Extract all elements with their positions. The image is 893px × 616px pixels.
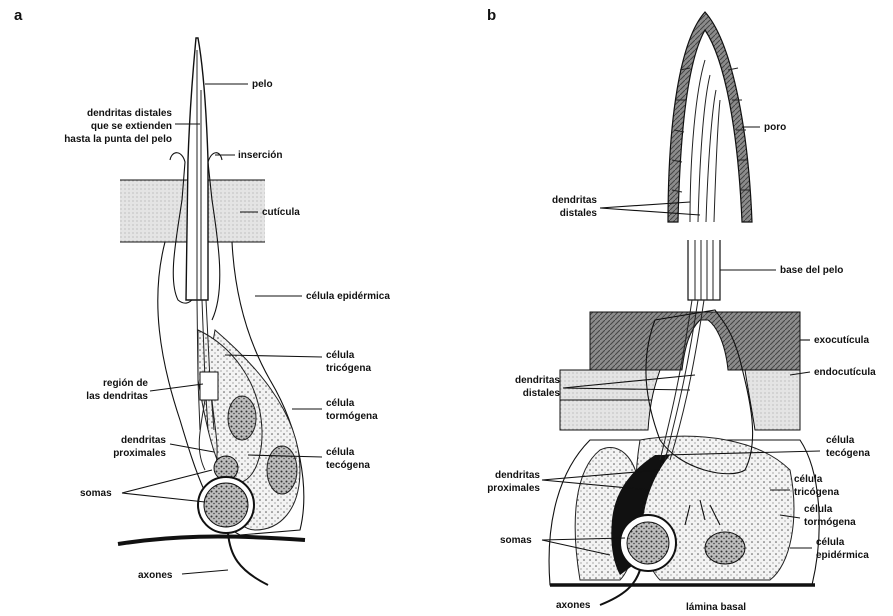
label-b-disttop-2: distales (560, 208, 598, 219)
label-b-epid-2: epidérmica (816, 550, 869, 561)
label-b-distmid-1: dendritas (515, 375, 560, 386)
label-a-prox-2: proximales (113, 448, 166, 459)
basal-lamina-a (118, 537, 305, 544)
label-a-tormo-2: tormógena (326, 411, 378, 422)
label-b-poro: poro (764, 122, 786, 133)
label-b-trico-2: tricógena (794, 487, 839, 498)
nucleus-a1 (228, 396, 256, 440)
label-a-region-1: región de (103, 378, 148, 389)
label-a-tormo-1: célula (326, 398, 355, 409)
label-a-region-2: las dendritas (86, 391, 148, 402)
nucleus-b (705, 532, 745, 564)
panel-b-letter: b (487, 7, 496, 24)
label-a-teco-1: célula (326, 447, 355, 458)
label-b-tormo-1: célula (804, 504, 833, 515)
label-a-axones: axones (138, 570, 173, 581)
label-a-trico-2: tricógena (326, 363, 371, 374)
label-b-teco-1: célula (826, 435, 855, 446)
label-b-tormo-2: tormógena (804, 517, 856, 528)
label-b-somas: somas (500, 535, 532, 546)
label-a-teco-2: tecógena (326, 460, 370, 471)
label-a-pelo: pelo (252, 79, 273, 90)
label-b-endo: endocutícula (814, 367, 876, 378)
label-b-base: base del pelo (780, 265, 843, 276)
panel-a: a (14, 7, 390, 585)
label-b-exo: exocutícula (814, 335, 869, 346)
label-b-distmid-2: distales (523, 388, 561, 399)
label-b-epid-1: célula (816, 537, 845, 548)
label-b-teco-2: tecógena (826, 448, 870, 459)
label-b-axones: axones (556, 600, 591, 611)
panel-b: b (487, 7, 876, 613)
label-a-cuticula: cutícula (262, 207, 300, 218)
nucleus-a2 (267, 446, 297, 494)
label-b-lamina: lámina basal (686, 602, 746, 613)
dendrite-region-a (200, 372, 218, 400)
label-a-prox-1: dendritas (121, 435, 166, 446)
label-a-trico-1: célula (326, 350, 355, 361)
panel-a-letter: a (14, 7, 23, 24)
label-a-epidermica: célula epidérmica (306, 291, 390, 302)
label-a-insercion: inserción (238, 150, 282, 161)
hair-tip-b (668, 12, 752, 222)
label-a-dist-3: hasta la punta del pelo (64, 134, 172, 145)
label-a-dist-2: que se extienden (91, 121, 172, 132)
label-a-somas: somas (80, 488, 112, 499)
axons-a (228, 533, 268, 585)
label-b-disttop-1: dendritas (552, 195, 597, 206)
label-b-prox-1: dendritas (495, 470, 540, 481)
label-b-trico-1: célula (794, 474, 823, 485)
hair-base-b (688, 240, 720, 300)
label-b-prox-2: proximales (487, 483, 540, 494)
label-a-dist-1: dendritas distales (87, 108, 172, 119)
